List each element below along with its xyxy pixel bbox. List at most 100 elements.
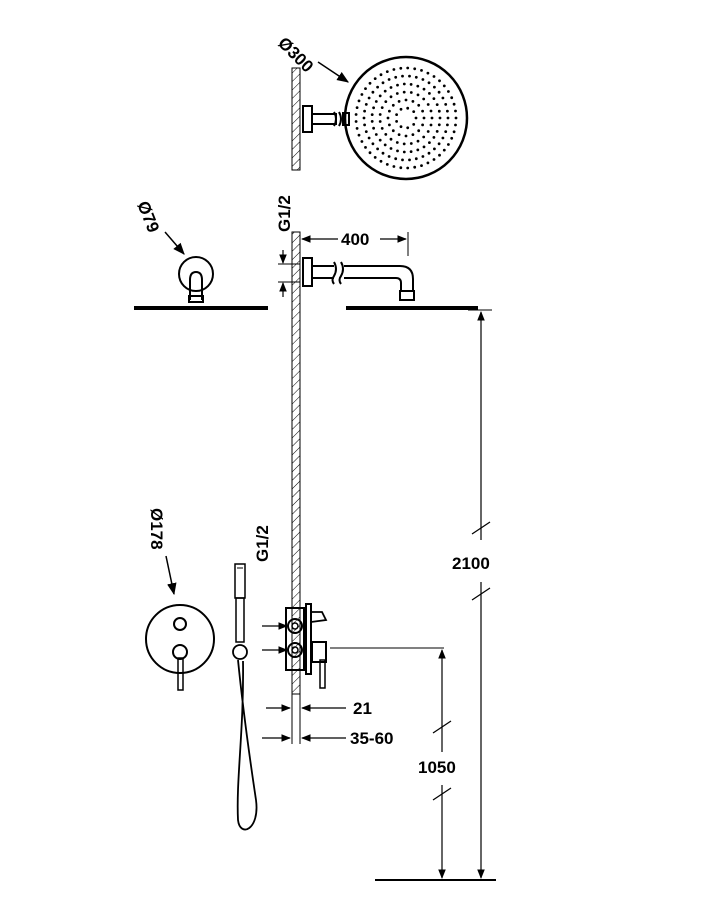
nozzle-dot — [388, 109, 391, 113]
leader-flange-diameter — [164, 231, 185, 255]
nozzle-dot — [386, 116, 390, 120]
mixer-lever-side — [319, 659, 326, 689]
nozzle-dot — [389, 95, 393, 99]
nozzle-dot — [435, 130, 439, 133]
nozzle-dot — [421, 78, 425, 81]
nozzle-dot — [454, 109, 457, 113]
dim-1050-break-1 — [432, 720, 452, 734]
nozzle-dot — [450, 96, 454, 100]
nozzle-dot — [421, 155, 425, 158]
mixer-height-dimension: 1050 — [330, 647, 456, 879]
nozzle-dot — [437, 123, 441, 127]
nozzle-dot — [357, 99, 361, 103]
nozzle-dot — [380, 106, 384, 109]
nozzle-dot — [391, 129, 395, 133]
nozzle-dot — [367, 136, 371, 140]
outlet-lower — [287, 642, 303, 658]
flange-outer-circle — [178, 256, 214, 292]
nozzle-dot — [357, 133, 361, 137]
nozzle-dot — [430, 116, 434, 120]
recess-depth-label: 35-60 — [350, 729, 393, 748]
nozzle-dot — [447, 143, 450, 146]
arm-break-top — [333, 111, 342, 127]
nozzle-dot — [438, 116, 442, 120]
hand-shower — [232, 563, 258, 831]
nozzle-dot — [364, 103, 368, 106]
nozzle-dot — [381, 81, 385, 85]
nozzle-dot — [378, 113, 382, 116]
nozzle-dot — [414, 75, 418, 79]
mixer-thread-label: G1/2 — [253, 525, 272, 562]
nozzle-dot — [395, 113, 398, 116]
nozzle-dot — [409, 83, 413, 86]
nozzle-dot — [395, 92, 399, 95]
mixer-lever — [177, 657, 184, 691]
mixer-body-side — [285, 603, 328, 689]
nozzle-dot — [397, 133, 401, 137]
nozzle-dot — [421, 109, 424, 113]
nozzle-dot — [442, 148, 446, 152]
nozzle-dot — [368, 151, 372, 155]
shower-head-top-view: Ø300 — [274, 33, 469, 181]
mixer-plate-circle — [145, 604, 215, 674]
rain-head-side — [346, 306, 478, 310]
mixer-height-label: 1050 — [418, 758, 456, 777]
wall-section-top — [291, 67, 301, 171]
nozzle-dot — [433, 85, 436, 89]
nozzle-dot — [373, 77, 377, 80]
arm-head-joint — [399, 290, 415, 301]
nozzle-dot — [376, 147, 379, 151]
nozzle-dot — [406, 126, 410, 130]
dim-2100-break-1 — [471, 521, 491, 535]
nozzle-dot — [428, 92, 431, 95]
nozzle-dot — [367, 96, 371, 100]
nozzle-dot — [421, 123, 424, 127]
nozzle-dot — [363, 109, 366, 113]
wall-flange-top — [302, 105, 313, 133]
nozzle-dot — [404, 134, 408, 138]
nozzle-dot — [420, 164, 423, 168]
nozzle-dot — [446, 109, 449, 113]
nozzle-dot — [371, 90, 375, 94]
mixer-thread-dimension: G1/2 — [253, 525, 288, 654]
mixer-plate-diameter-label: Ø178 — [147, 508, 166, 550]
arm-thread-dimension: G1/2 — [275, 195, 300, 297]
flange-diameter-label: Ø79 — [133, 198, 163, 235]
nozzle-dot — [385, 70, 389, 73]
nozzle-dot — [416, 84, 420, 88]
nozzle-dot — [422, 87, 426, 91]
nozzle-dot — [370, 120, 374, 123]
nozzle-dot — [450, 136, 454, 140]
nozzle-dot — [454, 123, 457, 127]
nozzle-dot — [452, 102, 456, 106]
dim-2100-break-2 — [471, 587, 491, 601]
nozzle-dot — [354, 120, 358, 123]
nozzle-dot — [416, 148, 420, 152]
nozzle-dot — [381, 151, 385, 155]
nozzle-dot — [427, 151, 431, 155]
nozzle-dot — [402, 82, 406, 86]
nozzle-dot — [454, 116, 458, 120]
nozzle-dot — [387, 78, 391, 81]
nozzle-dot — [432, 75, 436, 78]
nozzle-dot — [399, 66, 403, 70]
nozzle-dot — [379, 73, 383, 77]
nozzle-dot — [378, 120, 382, 123]
nozzle-dot — [395, 141, 399, 144]
hose — [236, 659, 258, 831]
head-height-label: 2100 — [452, 554, 490, 573]
nozzle-dot — [437, 90, 441, 94]
nozzle-dot — [376, 85, 379, 89]
nozzle-dot — [417, 103, 421, 107]
nozzle-dot — [392, 68, 396, 71]
mixer-offset-dimensions: 21 35-60 — [262, 676, 393, 748]
nozzle-dot — [426, 71, 430, 75]
nozzle-dot — [372, 126, 375, 130]
hose-connector — [232, 644, 248, 660]
outlet-lower-inner — [291, 646, 299, 654]
nozzle-dot — [396, 83, 399, 87]
outlet-upper — [287, 618, 303, 634]
nozzle-dot — [441, 96, 445, 100]
mixer-front-view: Ø178 — [145, 508, 215, 691]
nozzle-dot — [413, 165, 417, 169]
